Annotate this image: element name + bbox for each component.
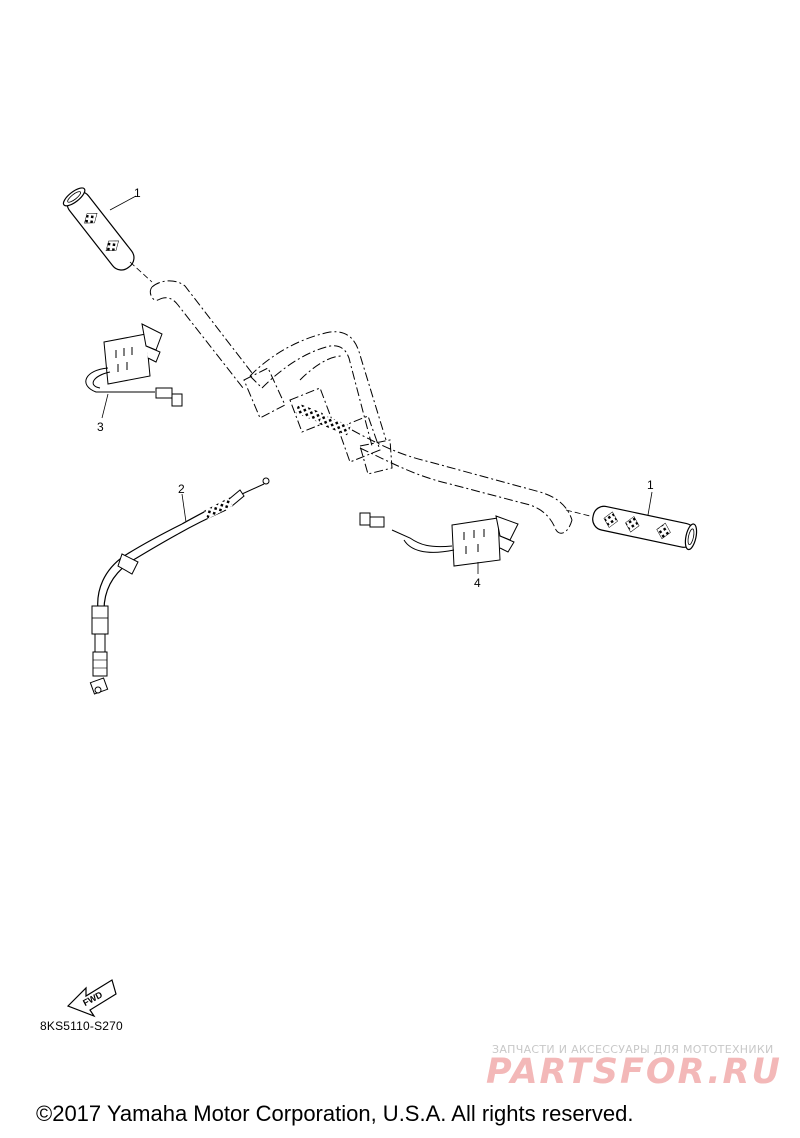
grip-heater-left xyxy=(85,323,183,407)
handlebar-knurl-right xyxy=(319,414,351,436)
leader-grip-right xyxy=(647,491,653,516)
throttle-cable xyxy=(89,477,270,695)
watermark-logo: PARTSFOR.RU xyxy=(486,1052,782,1092)
grip-right xyxy=(565,505,698,551)
callout-grip-right: 1 xyxy=(647,478,654,492)
handlebar xyxy=(149,280,573,534)
copyright-notice: ©2017 Yamaha Motor Corporation, U.S.A. A… xyxy=(36,1101,634,1126)
leader-throttle-cable xyxy=(181,493,187,523)
leader-grip-left xyxy=(109,195,137,211)
fwd-arrow: FWD xyxy=(66,979,117,1018)
grip-heater-right xyxy=(359,512,519,567)
watermark-tagline: ЗАПЧАСТИ И АКСЕССУАРЫ ДЛЯ МОТОТЕХНИКИ xyxy=(492,1043,774,1056)
callout-heater-right: 4 xyxy=(474,576,481,590)
callout-heater-left: 3 xyxy=(97,420,104,434)
handlebar-knurl-left xyxy=(295,403,323,423)
callout-throttle-cable: 2 xyxy=(178,482,185,496)
diagram-code: 8KS5110-S270 xyxy=(40,1019,123,1033)
grip-left xyxy=(62,187,153,283)
throttle-cable-knurl xyxy=(203,497,233,519)
callout-grip-left: 1 xyxy=(134,186,141,200)
handlebar-brace xyxy=(243,331,393,475)
leader-heater-left xyxy=(101,393,109,419)
